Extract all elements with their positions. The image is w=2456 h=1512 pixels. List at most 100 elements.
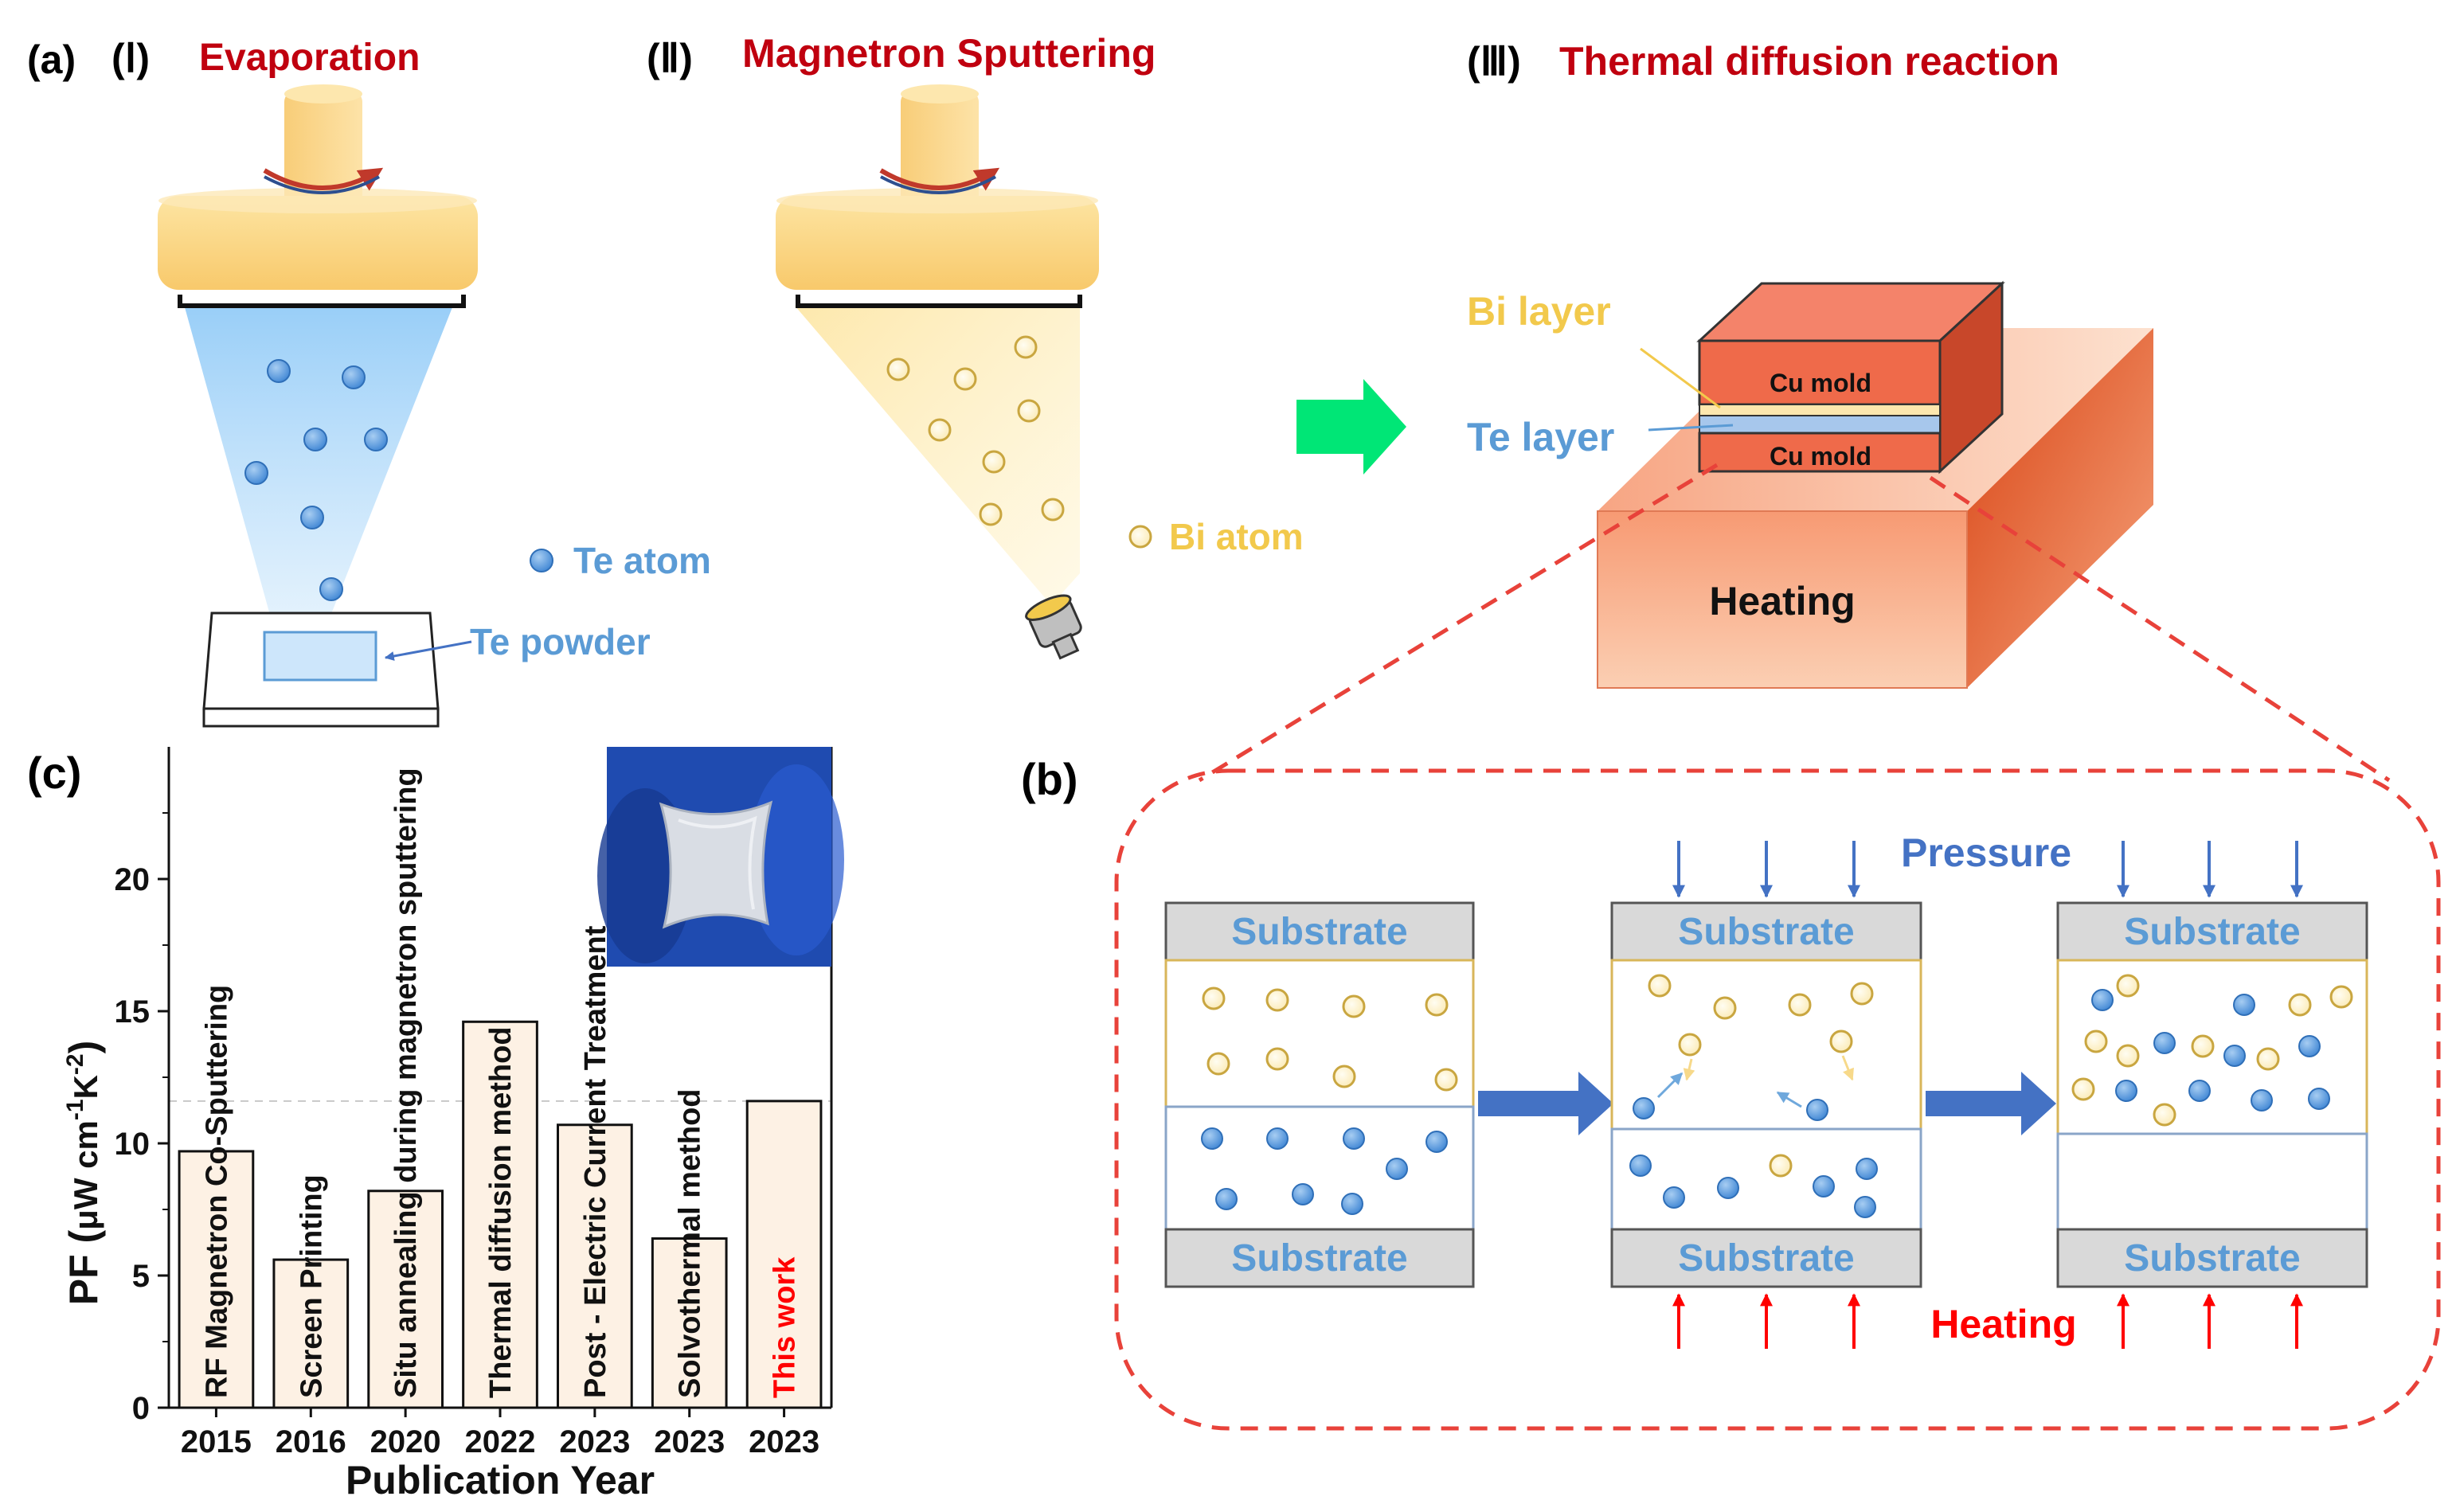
cu-mold-bottom-label: Cu mold: [1770, 442, 1871, 471]
bar-6: [651, 1237, 728, 1409]
x-tick-label-3: 2020: [370, 1424, 441, 1459]
bar-label-6: Solvothermal method: [674, 1089, 707, 1399]
rotation-arrow: [263, 167, 384, 191]
thermal-diffusion-illustration: Heating Cu mold Cu mold Bi layer Te laye…: [1467, 280, 2153, 689]
bar-label-4: Thermal diffusion method: [484, 1026, 518, 1398]
x-axis-title: Publication Year: [346, 1458, 655, 1502]
cu-mold-top: [1698, 339, 1942, 406]
y-tick-label-20: 20: [115, 862, 151, 897]
zoom-frame: [1114, 768, 2441, 1431]
bi-atom-legend-icon: [1128, 525, 1152, 549]
panel-a-label: (a): [27, 37, 76, 82]
te-layer-label: Te layer: [1467, 415, 1614, 459]
heating-label: Heating: [1930, 1302, 2076, 1346]
empty-film-3: [2056, 1132, 2368, 1231]
panel-b: (b) Substrate Substrate: [1021, 463, 2441, 1431]
substrate-bottom-1: [1164, 1228, 1475, 1288]
te-film-2: [1610, 1127, 1922, 1231]
te-atoms-beam: [244, 359, 388, 601]
y-axis-title-part: μW cm: [67, 1120, 104, 1230]
pressure-label: Pressure: [1901, 830, 2071, 875]
substrate-top-3: [2056, 901, 2368, 962]
panel-b-label: (b): [1021, 754, 1078, 804]
te-powder-label: Te powder: [470, 621, 651, 662]
substrate-top-1-label: Substrate: [1231, 911, 1407, 953]
cu-mold-bottom: [1698, 432, 1942, 473]
x-tick-label-2: 2016: [276, 1424, 346, 1459]
step3-numeral: (Ⅲ): [1467, 39, 1521, 84]
x-tick-label-1: 2015: [181, 1424, 252, 1459]
bar-label-3: Situ annealing during magnetron sputteri…: [389, 768, 423, 1398]
diffusion-stage-3: Substrate Substrate: [2056, 901, 2368, 1288]
bi-atom-label: Bi atom: [1169, 516, 1304, 557]
heating-arrows: [1672, 1293, 2303, 1349]
pressure-arrows: [1672, 841, 2303, 898]
diffusion-stage-2: Substrate Substrate: [1610, 901, 1922, 1288]
step1-title: Evaporation: [199, 37, 420, 79]
evaporation-beam: [185, 307, 452, 618]
sputtering-illustration: Bi atom: [776, 84, 1304, 660]
step2-title: Magnetron Sputtering: [742, 31, 1156, 76]
substrate-bottom-3-label: Substrate: [2124, 1237, 2300, 1280]
process-arrow-green: [1296, 379, 1406, 475]
bar-4: [462, 1020, 538, 1409]
panel-c-label: (c): [27, 748, 81, 798]
y-axis-title-part: K: [67, 1075, 104, 1099]
x-tick-label-6: 2023: [654, 1424, 725, 1459]
step2-numeral: (Ⅱ): [647, 36, 693, 80]
stage-arrow-1: [1478, 1072, 1613, 1135]
te-atom-legend-icon: [530, 549, 553, 572]
heating-block-front: [1597, 510, 1968, 689]
bar-5: [557, 1123, 633, 1409]
film-sample: [659, 800, 773, 929]
y-tick-label-10: 10: [115, 1127, 151, 1162]
panel-a-headings: (a) (Ⅰ) Evaporation (Ⅱ) Magnetron Sputte…: [27, 31, 2059, 84]
x-tick-label-4: 2022: [465, 1424, 536, 1459]
x-tick-label-5: 2023: [559, 1424, 630, 1459]
bar-label-5: Post - Electric Current Treatment: [579, 925, 612, 1398]
bar-label-2: Screen Printing: [295, 1174, 328, 1398]
diffusion-stage-1: Substrate Substrate: [1164, 901, 1475, 1288]
bar-3: [367, 1190, 444, 1409]
y-tick-label-15: 15: [115, 994, 151, 1029]
substrate-top-2: [1610, 901, 1922, 962]
sputter-holder: [776, 196, 1099, 290]
y-tick-label-5: 5: [132, 1259, 150, 1294]
substrate-frame: [178, 295, 466, 308]
substrate-bottom-1-label: Substrate: [1231, 1237, 1407, 1280]
y-axis-title: PF (μW cm-1K-2): [61, 1041, 106, 1306]
bi-atoms-plume: [886, 335, 1065, 526]
te-powder: [263, 631, 377, 682]
zoom-line-right: [1929, 475, 2391, 783]
heating-block-label: Heating: [1709, 579, 1855, 623]
substrate-top-3-label: Substrate: [2124, 911, 2300, 953]
te-layer: [1699, 415, 1941, 434]
substrate-bottom-3: [2056, 1228, 2368, 1288]
step1-numeral: (Ⅰ): [111, 36, 150, 80]
stage-arrow-2: [1926, 1072, 2056, 1135]
y-axis-title-part: PF (: [61, 1229, 106, 1305]
sputtering-plume: [795, 306, 1080, 605]
y-axis-title-part: ): [61, 1041, 106, 1054]
substrate-bottom-2-label: Substrate: [1678, 1237, 1854, 1280]
te-film-1: [1164, 1105, 1475, 1231]
bi-layer-label: Bi layer: [1467, 289, 1611, 334]
bar-label-1: RF Magnetron Co-Sputtering: [200, 985, 233, 1398]
evaporation-illustration: Te powder Te atom: [158, 84, 711, 728]
substrate-top-1: [1164, 901, 1475, 962]
zoom-line-left: [1198, 463, 1719, 783]
bi-film-1: [1164, 959, 1475, 1108]
x-tick-label-7: 2023: [749, 1424, 819, 1459]
y-axis-title-part: -1: [62, 1099, 88, 1120]
y-tick-label-0: 0: [132, 1391, 150, 1426]
sputter-target-gun: [1025, 594, 1082, 660]
step3-title: Thermal diffusion reaction: [1559, 39, 2059, 84]
cu-mold-top-label: Cu mold: [1770, 369, 1871, 397]
bi-layer: [1699, 404, 1941, 416]
substrate-bottom-2: [1610, 1228, 1922, 1288]
bar-label-7: This work: [768, 1256, 802, 1398]
substrate-top-2-label: Substrate: [1678, 911, 1854, 953]
y-axis-title-part: -2: [62, 1053, 88, 1075]
